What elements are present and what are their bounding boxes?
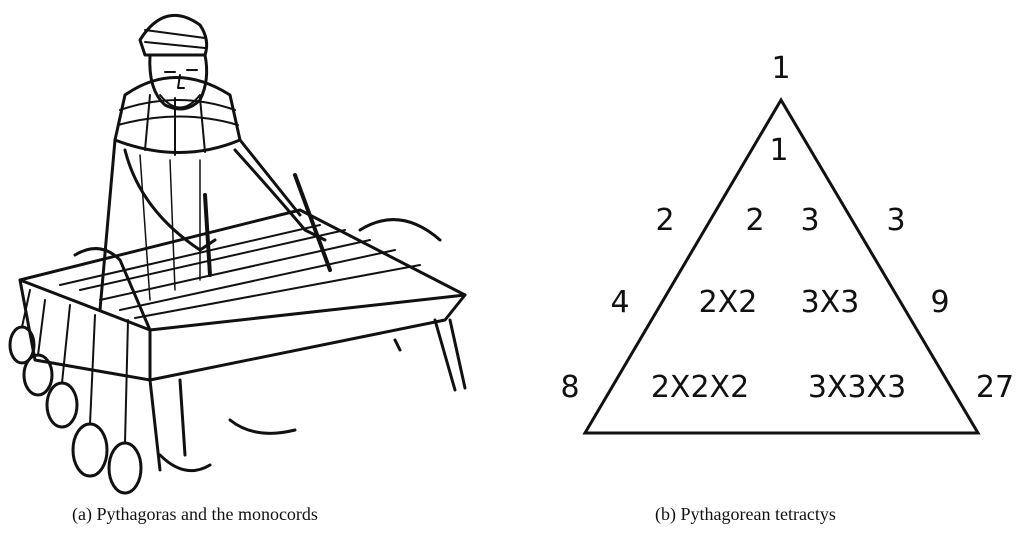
apex-label: 1 (771, 51, 790, 86)
row4-right-outer: 27 (976, 370, 1014, 405)
row2-right-inner: 3 (800, 203, 819, 238)
tetractys-diagram: 1 1 2 2 3 3 4 2X2 3X3 9 8 2X2X2 3X3X3 27 (560, 51, 1014, 435)
tetractys-triangle (582, 97, 981, 435)
caption-tetractys: (b) Pythagorean tetractys (655, 504, 836, 524)
tetractys-panel: 1 1 2 2 3 3 4 2X2 3X3 9 8 2X2X2 3X3X3 27 (520, 0, 1027, 542)
pythagoras-illustration-panel (0, 0, 500, 542)
row2-right-outer: 3 (886, 203, 905, 238)
row3-left-inner: 2X2 (699, 285, 758, 320)
caption-pythagoras: (a) Pythagoras and the monocords (72, 504, 318, 524)
row3-right-outer: 9 (930, 285, 949, 320)
row4-left-inner: 2X2X2 (651, 370, 749, 405)
row4-left-outer: 8 (560, 370, 579, 405)
row3-right-inner: 3X3 (801, 285, 860, 320)
row2-left-outer: 2 (655, 203, 674, 238)
row3-left-outer: 4 (610, 285, 629, 320)
row2-left-inner: 2 (745, 203, 764, 238)
pythagoras-monochord-illustration (8, 14, 467, 495)
inner-apex-label: 1 (769, 133, 788, 168)
row4-right-inner: 3X3X3 (808, 370, 906, 405)
